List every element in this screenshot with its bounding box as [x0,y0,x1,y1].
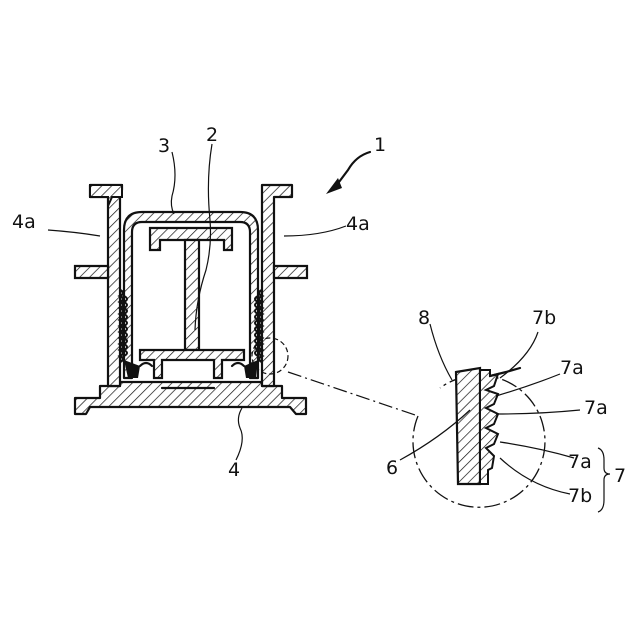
inner-part-2 [140,228,244,388]
label-7b-top: 7b [532,307,556,329]
hook-right [232,363,244,366]
detail-view [413,368,545,507]
label-4: 4 [228,459,240,481]
label-1: 1 [374,134,386,156]
detail-connector-line [288,372,418,416]
label-7b-bottom: 7b [568,485,592,507]
hook-left [140,363,152,366]
label-8: 8 [418,307,430,329]
detail-part-6 [456,368,480,484]
label-4a-right: 4a [346,213,370,235]
label-4a-left: 4a [12,211,36,233]
detail-part-7 [480,370,498,484]
labels: 1 2 3 4a 4a 4 8 7b 7a 7a 6 7a 7b 7 [12,124,626,507]
label-6: 6 [386,457,398,479]
label-7a-2: 7a [584,397,608,419]
label-2: 2 [206,124,218,146]
label-7a-1: 7a [560,357,584,379]
leader-1 [336,152,370,186]
main-section-view [75,185,307,414]
label-7: 7 [614,465,626,487]
label-7a-3: 7a [568,451,592,473]
brace-7 [598,448,610,512]
label-3: 3 [158,135,170,157]
